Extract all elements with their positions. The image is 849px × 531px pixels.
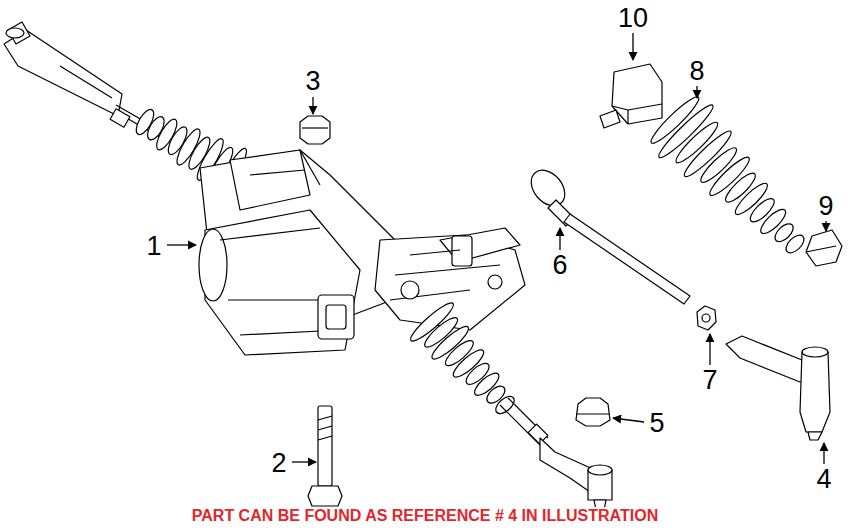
illustration-shape [806, 246, 836, 252]
illustration-shape [318, 295, 354, 339]
illustration-shape [600, 110, 620, 128]
illustration-shape [390, 250, 500, 300]
leader-line [823, 443, 824, 464]
illustration-shape [588, 465, 612, 475]
illustration-shape [528, 424, 548, 444]
illustration-shape [808, 432, 822, 440]
leader-line [292, 461, 316, 462]
illustration-shape [612, 64, 662, 124]
callout-number: 2 [271, 450, 286, 477]
callout-number: 7 [702, 367, 717, 394]
illustration-shape [702, 314, 710, 322]
illustration-shape [802, 347, 828, 357]
illustration-shape [302, 127, 328, 128]
callout-number: 4 [816, 466, 831, 493]
illustration-shape [300, 116, 330, 144]
illustration-shape [488, 275, 502, 289]
callout-number: 5 [649, 410, 664, 437]
illustration-shape [564, 214, 690, 304]
callout-number: 6 [552, 252, 567, 279]
illustration-shape [726, 336, 812, 382]
illustration-shape [576, 398, 610, 426]
illustration-shape [250, 150, 320, 185]
illustration-shape [697, 306, 716, 330]
illustration-shape [6, 28, 24, 38]
illustration-shape [205, 210, 360, 355]
leader-line [559, 228, 560, 250]
leader-line [696, 86, 697, 98]
illustration-shape [4, 30, 122, 116]
illustration-shape [4, 22, 842, 510]
illustration-shape [230, 150, 310, 210]
illustration-shape [318, 406, 332, 486]
callout-number: 8 [689, 58, 704, 85]
leader-line [613, 418, 644, 422]
illustration-shape [806, 230, 842, 266]
leader-line [312, 97, 313, 114]
callout-number: 9 [818, 193, 833, 220]
leader-line [632, 33, 633, 60]
illustration-shape [308, 486, 342, 506]
callout-number: 1 [146, 233, 161, 260]
illustration-shape [524, 164, 571, 213]
illustration-shape [407, 299, 457, 345]
illustration-shape [110, 109, 130, 127]
illustration-shape [647, 93, 702, 147]
illustration-shape [326, 305, 346, 329]
illustration-shape [647, 93, 807, 256]
leader-line [167, 244, 196, 245]
illustration-shape [407, 299, 517, 417]
illustration-shape [318, 416, 332, 440]
illustration-shape [60, 66, 170, 142]
callout-number: 3 [305, 68, 320, 95]
leader-line [825, 221, 826, 231]
illustration-shape [576, 413, 610, 414]
illustration-shape [167, 33, 826, 464]
callout-number: 10 [618, 5, 648, 32]
leader-line [709, 334, 710, 365]
illustration-shape [401, 281, 419, 299]
illustration-shape [800, 352, 830, 432]
reference-note: PART CAN BE FOUND AS REFERENCE # 4 IN IL… [189, 507, 661, 525]
